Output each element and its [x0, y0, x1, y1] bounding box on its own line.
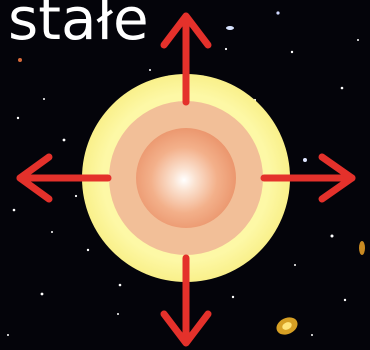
caption-text: stałe	[8, 0, 149, 52]
star-core	[136, 128, 236, 228]
